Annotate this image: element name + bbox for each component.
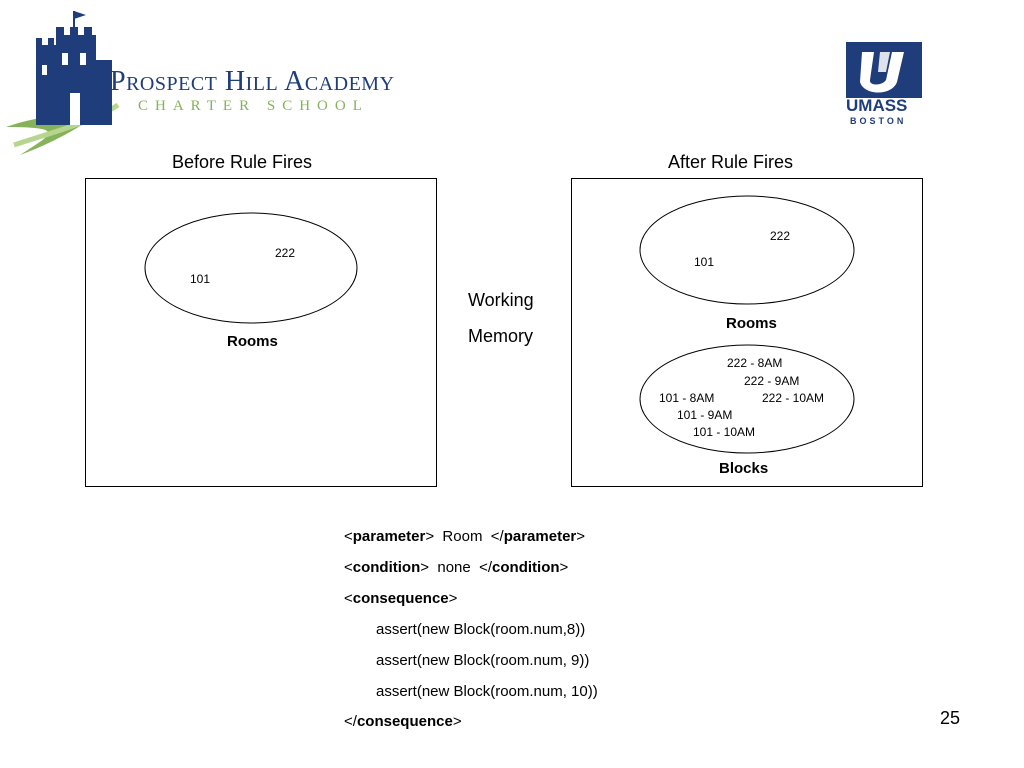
page-number: 25 [940, 708, 961, 728]
before-panel [85, 178, 437, 487]
before-rooms-ellipse [144, 212, 358, 324]
block-item: 101 - 9AM [677, 408, 733, 422]
after-rooms-ellipse [639, 195, 855, 305]
parameter-tag: parameter [352, 528, 426, 545]
parameter-value: Room [442, 528, 483, 545]
block-item: 101 - 10AM [693, 425, 756, 439]
rule-condition-line: <condition> none </condition> [344, 559, 569, 576]
working-memory-line1: Working [468, 290, 534, 310]
after-title: After Rule Fires [668, 152, 794, 172]
block-item: 222 - 8AM [727, 356, 783, 370]
rule-consequence-open: <consequence> [344, 590, 458, 607]
after-panel [571, 178, 923, 487]
rule-parameter-line: <parameter> Room </parameter> [344, 528, 586, 545]
after-room-item: 101 [694, 255, 715, 269]
condition-value: none [437, 559, 471, 576]
rule-consequence-close: </consequence> [344, 713, 462, 730]
block-item: 222 - 9AM [744, 374, 800, 388]
condition-tag: condition [352, 559, 421, 576]
castle-icon [6, 11, 120, 155]
umass-u-icon [846, 42, 922, 98]
before-room-item: 222 [275, 246, 296, 260]
after-blocks-ellipse [639, 344, 855, 454]
block-item: 222 - 10AM [762, 391, 825, 405]
condition-tag-close: condition [492, 559, 560, 576]
consequence-tag: consequence [352, 590, 449, 607]
umass-wordmark: UMASS [846, 96, 908, 115]
school-subtitle: CHARTER SCHOOL [138, 98, 369, 114]
assert-line: assert(new Block(room.num, 9)) [376, 652, 590, 669]
before-title: Before Rule Fires [172, 152, 313, 172]
prospect-hill-academy-logo [0, 5, 440, 160]
before-room-item: 101 [190, 272, 211, 286]
block-item: 101 - 8AM [659, 391, 715, 405]
umass-boston-logo [842, 42, 926, 130]
umass-subtitle: BOSTON [850, 116, 907, 126]
after-room-item: 222 [770, 229, 791, 243]
working-memory-line2: Memory [468, 326, 534, 346]
after-rooms-label: Rooms [726, 315, 777, 332]
assert-line: assert(new Block(room.num, 10)) [376, 683, 598, 700]
consequence-tag-close: consequence [356, 713, 453, 730]
parameter-tag-close: parameter [503, 528, 577, 545]
assert-line: assert(new Block(room.num,8)) [376, 621, 586, 638]
after-blocks-label: Blocks [719, 460, 769, 477]
before-rooms-label: Rooms [227, 333, 278, 350]
school-name: Prospect Hill Academy [110, 66, 395, 97]
